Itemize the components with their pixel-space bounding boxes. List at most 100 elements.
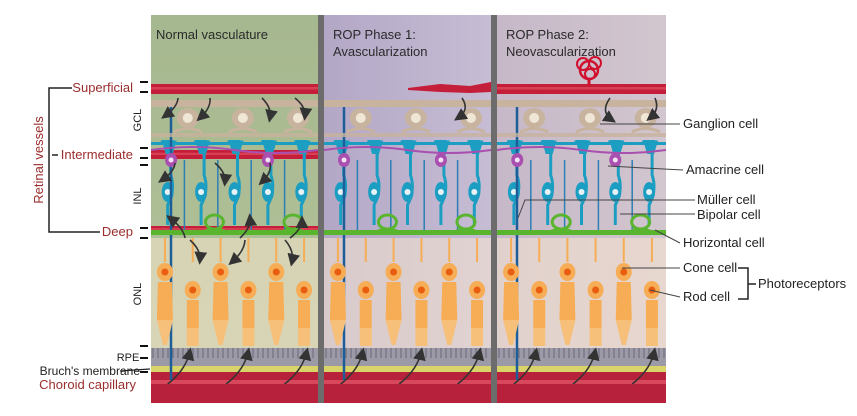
muller-cell-nucleus	[646, 189, 653, 195]
ganglion-nucleus	[465, 113, 476, 123]
diffusion-arrow	[457, 347, 485, 385]
ganglion-nucleus	[237, 113, 248, 123]
rod-outer-segment	[471, 328, 484, 346]
diffusion-arrow	[261, 97, 278, 123]
muller-cell-nucleus	[510, 189, 517, 195]
muller-cells	[151, 100, 666, 380]
ganglion-cell-label: Ganglion cell	[683, 116, 758, 131]
ganglion-dendrite	[173, 127, 203, 134]
photoreceptor-nucleus	[362, 286, 370, 294]
ganglion-cells	[151, 100, 666, 137]
inl-label: INL	[132, 187, 144, 204]
retinal-vessels-bracket	[48, 87, 52, 233]
superficial-vessel-highlight	[151, 87, 318, 90]
left-labels: Retinal vessels Superficial Intermediate…	[31, 80, 151, 392]
photoreceptor-nucleus	[217, 268, 225, 276]
retinal-vessels-label: Retinal vessels	[31, 116, 46, 204]
rod-inner-segment	[589, 300, 602, 328]
diffusion-arrow	[158, 162, 176, 183]
rod-outer-segment	[186, 328, 199, 346]
muller-cell-process	[467, 140, 484, 225]
cone-outer-segment	[212, 320, 229, 345]
photoreceptor-nucleus	[563, 268, 571, 276]
cone-inner-segment	[441, 282, 458, 320]
diffusion-arrow	[161, 97, 179, 119]
superficial-vessel-phase2-highlight	[497, 87, 666, 90]
muller-cell-nucleus	[231, 189, 238, 195]
muller-cell-nucleus	[198, 189, 205, 195]
muller-cell-process	[540, 140, 557, 225]
muller-inner-limit	[497, 142, 666, 145]
horizontal-dendrite	[374, 227, 401, 234]
amacrine-process	[150, 146, 319, 154]
cone-outer-segment	[559, 320, 576, 345]
photoreceptor-nucleus	[189, 286, 197, 294]
diffusion-arrow	[294, 97, 313, 121]
rod-outer-segment	[533, 328, 546, 346]
photoreceptor-nucleus	[507, 268, 515, 276]
ganglion-dendrite	[456, 127, 486, 134]
muller-cell-nucleus	[298, 189, 305, 195]
cone-outer-segment	[268, 320, 285, 345]
ganglion-nucleus	[292, 113, 303, 123]
muller-inner-limit	[151, 142, 318, 145]
superficial-label: Superficial	[72, 80, 133, 95]
amacrine-nucleus	[168, 157, 174, 163]
ganglion-dendrite	[401, 127, 431, 134]
muller-cell-process	[367, 140, 384, 225]
panel-title-phase1: ROP Phase 1:	[333, 27, 416, 42]
diffusion-arrow	[284, 239, 301, 267]
muller-cell-nucleus	[612, 189, 619, 195]
rod-outer-segment	[415, 328, 428, 346]
rod-inner-segment	[242, 300, 255, 328]
bipolar-cell-label: Bipolar cell	[697, 207, 761, 222]
diffusion-arrow	[340, 347, 368, 385]
onl-label: ONL	[132, 283, 144, 306]
diffusion-arrow	[258, 162, 273, 186]
horizontal-dendrite	[628, 227, 654, 234]
diffusion-arrows	[158, 97, 661, 385]
panel-divider-1	[318, 15, 324, 403]
rod-outer-segment	[298, 328, 311, 346]
photoreceptor-nucleus	[390, 268, 398, 276]
ganglion-dendrite	[283, 127, 313, 134]
diffusion-arrow	[601, 97, 616, 123]
amacrine-cells	[150, 146, 667, 167]
ganglion-nucleus	[355, 113, 366, 123]
amacrine-process	[496, 146, 667, 154]
ganglion-nucleus	[584, 113, 595, 123]
cone-outer-segment	[329, 320, 346, 345]
diffusion-arrow	[398, 347, 426, 385]
rod-inner-segment	[415, 300, 428, 328]
cone-outer-segment	[441, 320, 458, 345]
diffusion-arrow	[289, 215, 309, 239]
superficial-vessel-remnant	[408, 82, 491, 93]
photoreceptor-bracket	[738, 267, 756, 300]
amacrine-process	[323, 146, 492, 154]
ganglion-dendrite	[631, 127, 661, 134]
muller-cell-process	[294, 140, 311, 225]
muller-inner-limit	[324, 142, 491, 145]
deep-vessel-highlight	[151, 228, 318, 230]
amacrine-nucleus	[612, 157, 618, 163]
rod-inner-segment	[186, 300, 199, 328]
intermediate-label: Intermediate	[61, 147, 133, 162]
rod-outer-segment	[242, 328, 255, 346]
muller-cell-process	[194, 140, 211, 225]
muller-cell-nucleus	[264, 189, 271, 195]
rod-inner-segment	[645, 300, 658, 328]
diffusion-arrow	[646, 97, 661, 122]
amacrine-cell-label: Amacrine cell	[686, 162, 764, 177]
horizontal-dendrite	[548, 227, 574, 234]
cone-inner-segment	[559, 282, 576, 320]
cone-outer-segment	[385, 320, 402, 345]
muller-cell-nucleus	[337, 189, 344, 195]
diffusion-arrow	[228, 239, 246, 266]
diffusion-arrow	[631, 347, 659, 385]
ganglion-dendrite	[228, 127, 258, 134]
photoreceptor-nucleus	[620, 268, 628, 276]
amacrine-nucleus	[514, 157, 520, 163]
muller-cell-process	[574, 140, 591, 225]
diffusion-arrow	[214, 162, 233, 187]
ipl-band	[151, 133, 318, 137]
